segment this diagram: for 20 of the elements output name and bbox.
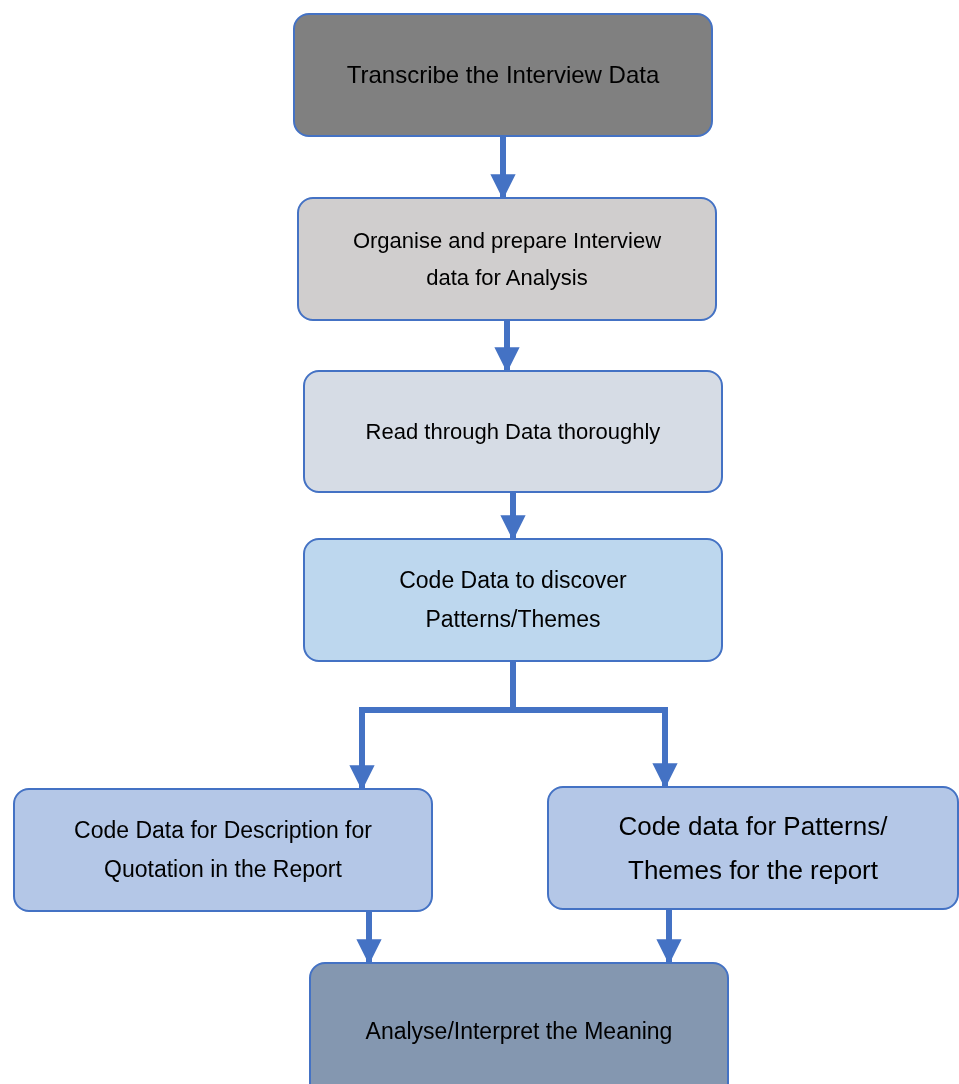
step-text: Code data for Patterns/ Themes for the report <box>617 809 889 887</box>
step-text: Analyse/Interpret the Meaning <box>365 1017 673 1047</box>
process-box <box>309 962 729 1084</box>
process-box <box>303 370 723 493</box>
arrow <box>510 662 678 789</box>
arrow <box>500 493 526 541</box>
arrow <box>490 137 516 200</box>
process-box <box>297 197 717 321</box>
step-text: Organise and prepare Interview data for Analysis <box>351 226 663 292</box>
step-text: Transcribe the Interview Data <box>346 59 660 90</box>
step-text: Code Data to discover Patterns/Themes <box>398 565 628 634</box>
step-text: Read through Data thoroughly <box>365 417 661 446</box>
process-box <box>293 13 713 137</box>
arrow <box>656 910 682 965</box>
arrow <box>494 321 520 373</box>
step-text: Code Data for Description for Quotation in the Report <box>73 815 373 884</box>
process-box <box>547 786 959 910</box>
process-box <box>303 538 723 662</box>
arrow <box>356 912 382 965</box>
process-box <box>13 788 433 912</box>
